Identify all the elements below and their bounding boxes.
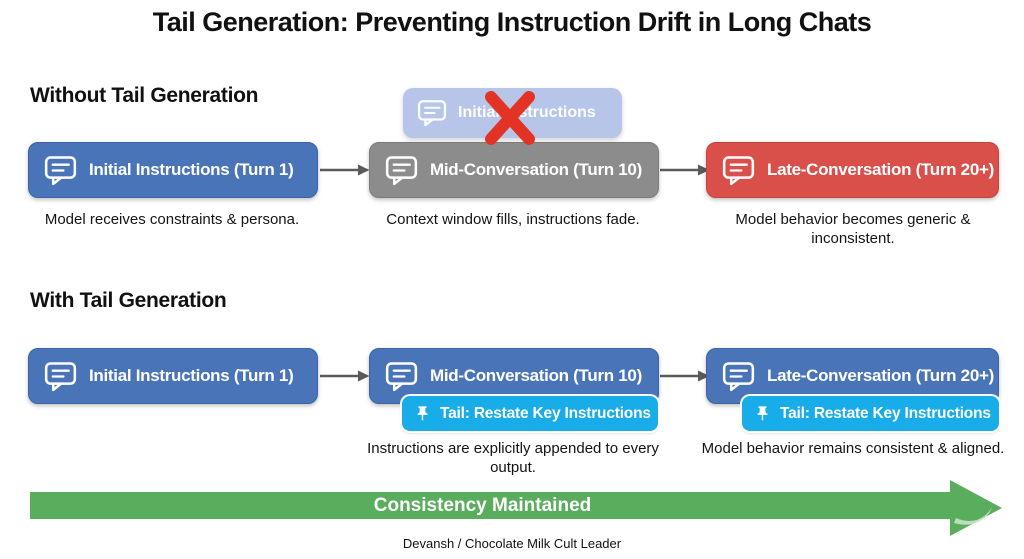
page-title: Tail Generation: Preventing Instruction … <box>152 7 872 37</box>
chat-bubble-icon <box>417 100 447 127</box>
arrow-right-icon <box>660 164 710 176</box>
tail-box-mid: Tail: Restate Key Instructions <box>402 396 658 431</box>
consistency-banner-label: Consistency Maintained <box>373 495 592 516</box>
arrow-right-icon <box>660 370 710 382</box>
chat-bubble-icon <box>44 361 77 391</box>
caption-initial-without: Model receives constraints & persona. <box>44 211 300 228</box>
node-label: Initial Instructions (Turn 1) <box>89 366 294 385</box>
red-x-icon <box>485 91 535 145</box>
section-heading-without-tail: Without Tail Generation <box>30 84 259 107</box>
tail-box-label: Tail: Restate Key Instructions <box>440 404 651 422</box>
consistency-arrow <box>30 480 1002 536</box>
chat-bubble-icon <box>722 155 755 185</box>
node-label: Mid-Conversation (Turn 10) <box>430 160 642 179</box>
caption-late-with: Model behavior remains consistent & alig… <box>701 440 1005 457</box>
node-late-conversation-without: Late-Conversation (Turn 20+) <box>706 142 999 198</box>
tail-box-label: Tail: Restate Key Instructions <box>780 404 991 422</box>
chat-bubble-icon <box>722 361 755 391</box>
pushpin-icon <box>757 406 768 421</box>
arrow-right-icon <box>320 370 370 382</box>
node-label: Initial Instructions (Turn 1) <box>89 160 294 179</box>
faded-instructions-label: Initial Instructions <box>458 104 596 121</box>
arrow-right-icon <box>320 164 370 176</box>
tail-box-late: Tail: Restate Key Instructions <box>742 396 999 431</box>
caption-mid-with: Instructions are explicitly appended to … <box>367 440 659 476</box>
node-label: Mid-Conversation (Turn 10) <box>430 366 642 385</box>
caption-mid-without: Context window fills, instructions fade. <box>386 211 640 228</box>
section-heading-with-tail: With Tail Generation <box>30 289 227 312</box>
chat-bubble-icon <box>385 155 418 185</box>
footer-credit: Devansh / Chocolate Milk Cult Leader <box>402 536 622 551</box>
chat-bubble-icon <box>44 155 77 185</box>
node-initial-instructions-without: Initial Instructions (Turn 1) <box>28 142 318 198</box>
node-mid-conversation-without: Mid-Conversation (Turn 10) <box>369 142 659 198</box>
chat-bubble-icon <box>385 361 418 391</box>
pushpin-icon <box>417 406 428 421</box>
node-initial-instructions-with: Initial Instructions (Turn 1) <box>28 348 318 404</box>
caption-late-without: Model behavior becomes generic & inconsi… <box>735 211 971 247</box>
node-mid-conversation-with: Mid-Conversation (Turn 10) <box>369 348 659 404</box>
node-label: Late-Conversation (Turn 20+) <box>767 366 994 385</box>
node-late-conversation-with: Late-Conversation (Turn 20+) <box>706 348 999 404</box>
node-label: Late-Conversation (Turn 20+) <box>767 160 994 179</box>
